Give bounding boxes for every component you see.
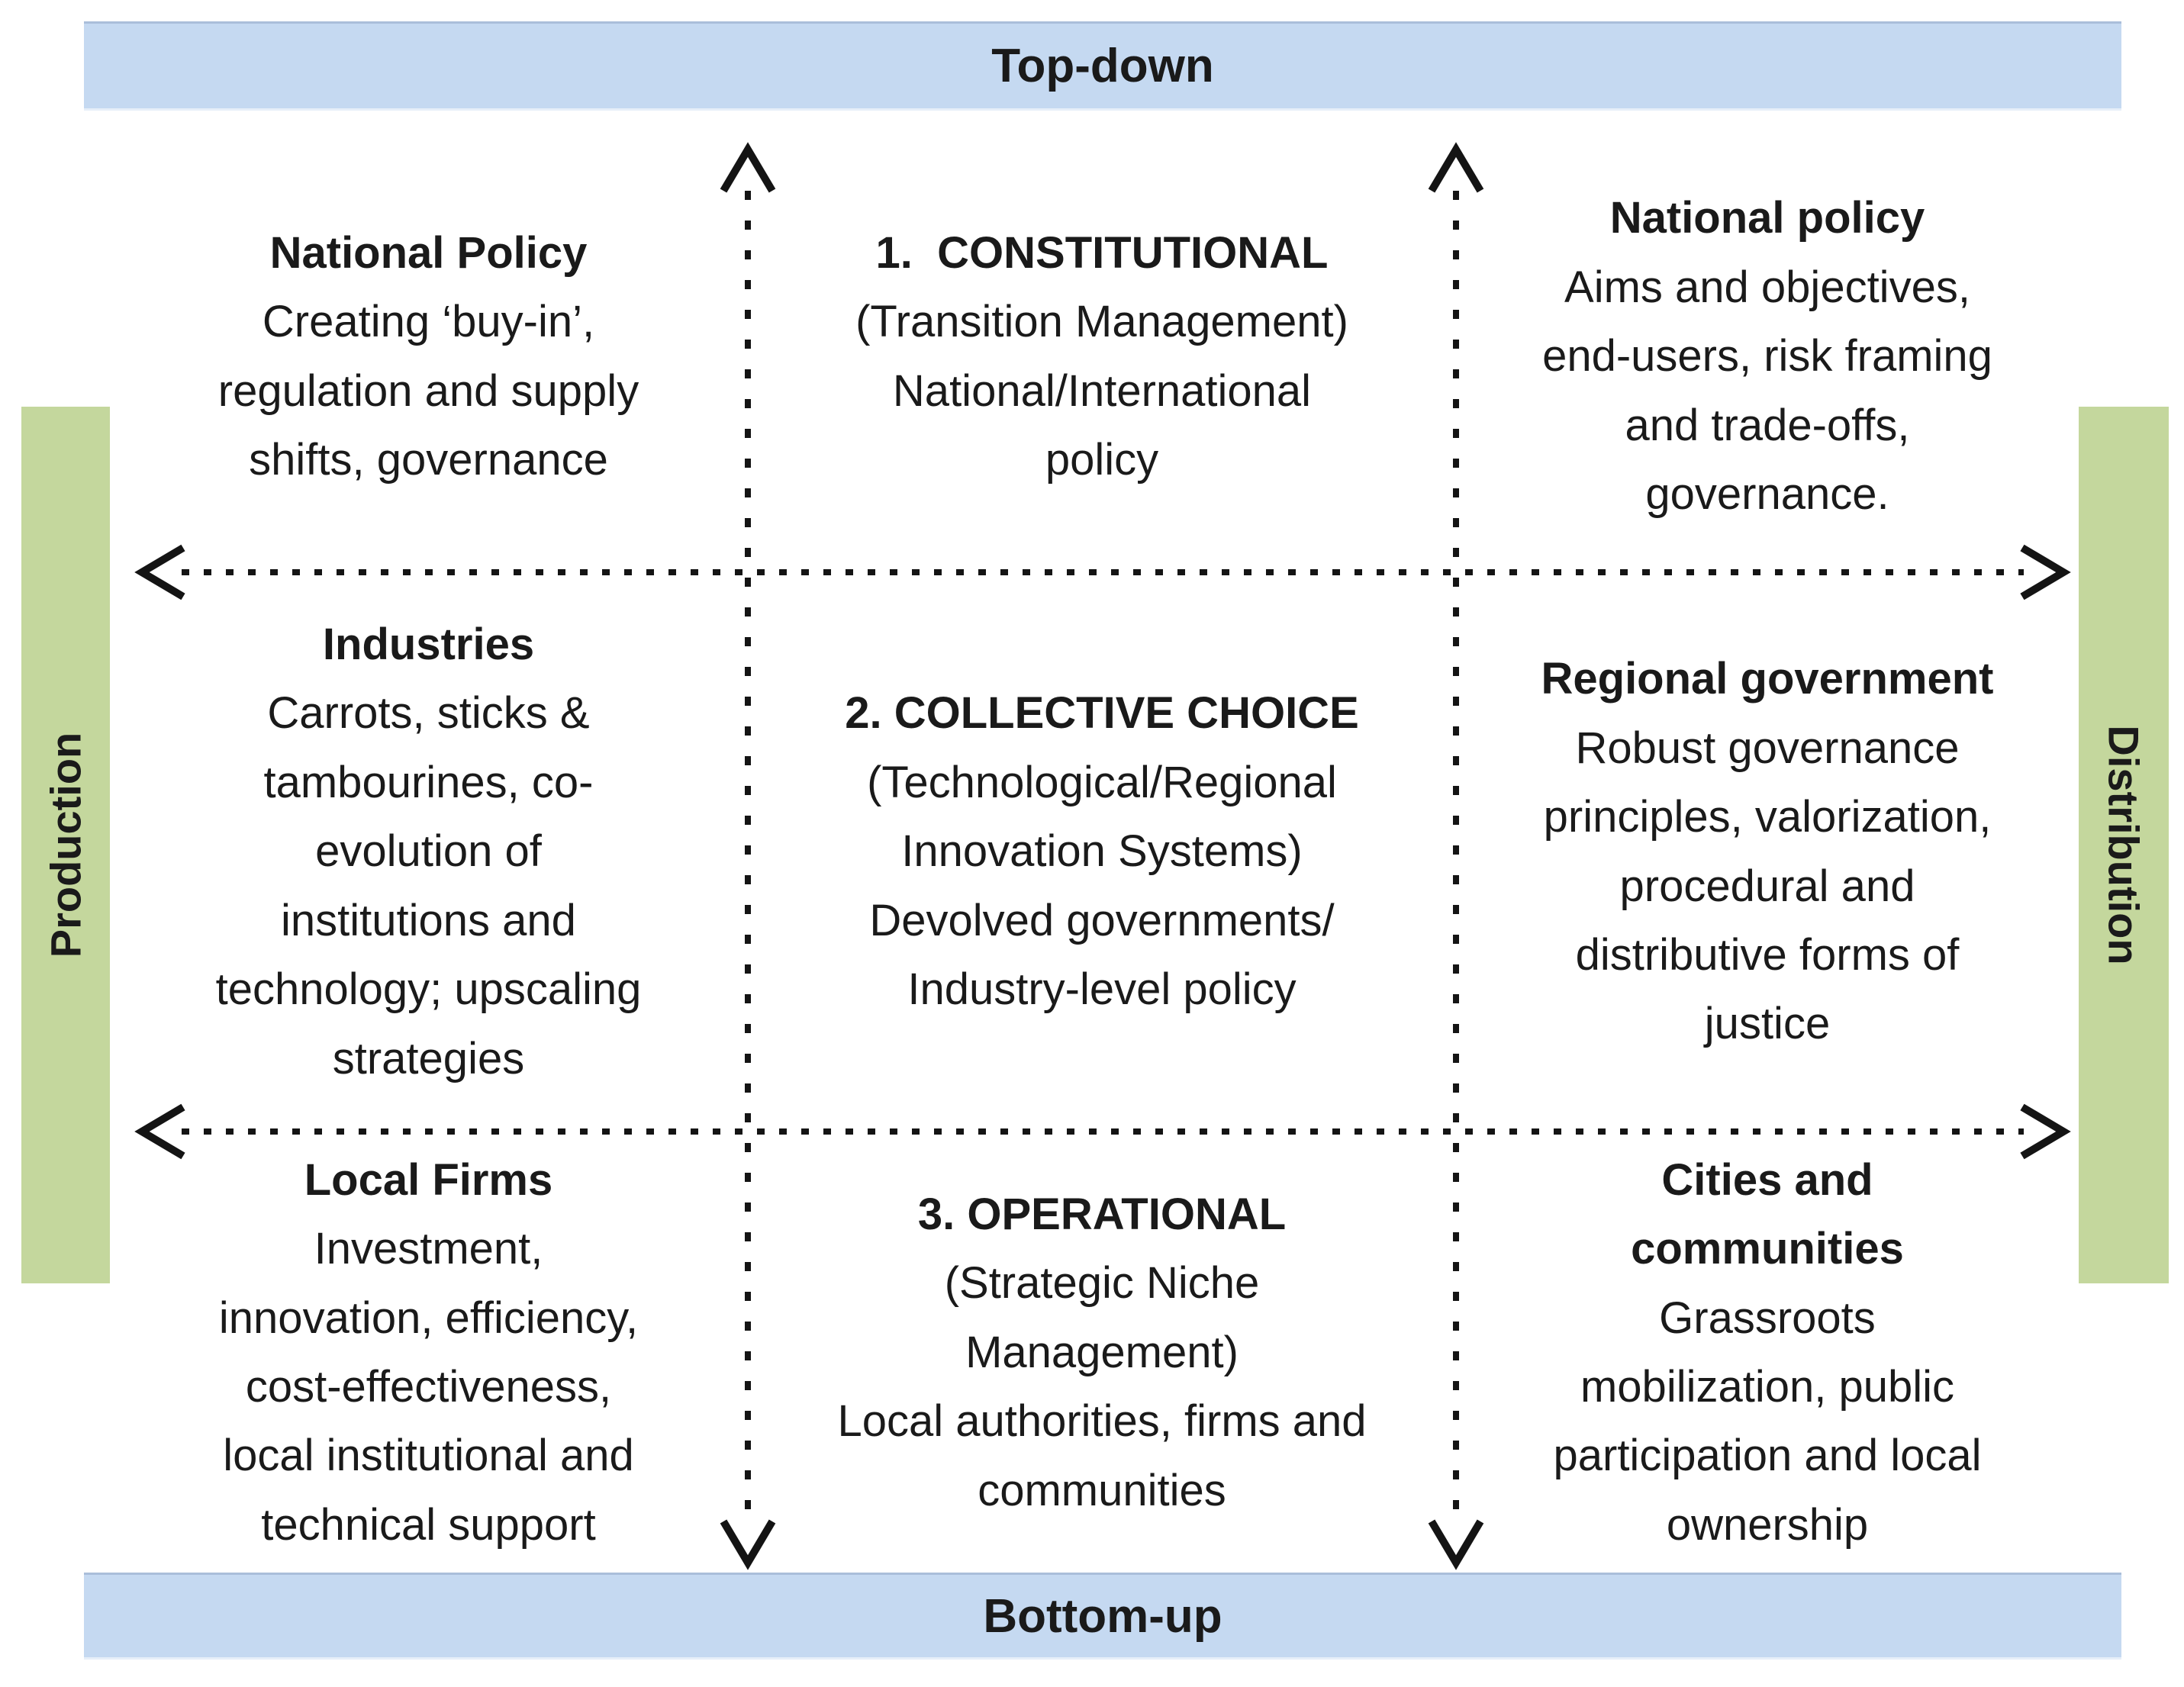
cell-body: Grassroots mobilization, public particip…: [1553, 1293, 1982, 1550]
cell-body: Creating ‘buy-in’, regulation and supply…: [217, 297, 639, 485]
cell-heading: National Policy: [269, 227, 588, 278]
distribution-band: Distribution: [2079, 407, 2169, 1283]
production-band: Production: [21, 407, 110, 1283]
vertical-dotted-arrow-right: [1428, 142, 1484, 1570]
cell-heading: Regional government: [1541, 654, 1994, 704]
cell-bottom-left-local-firms: Local Firms Investment, innovation, effi…: [109, 1139, 748, 1566]
vertical-dotted-arrow-left: [720, 142, 776, 1570]
cell-heading: Cities and communities: [1631, 1154, 1904, 1274]
cell-bottom-center-operational: 3. OPERATIONAL (Strategic Niche Manageme…: [748, 1139, 1456, 1566]
top-down-label: Top-down: [991, 40, 1214, 92]
cell-body: (Strategic Niche Management) Local autho…: [837, 1258, 1367, 1515]
cell-heading: National policy: [1609, 193, 1925, 243]
cell-body: Investment, innovation, efficiency, cost…: [218, 1224, 639, 1550]
arrow-right-icon: [2020, 544, 2071, 600]
arrow-right-icon: [2020, 1103, 2071, 1160]
cell-bottom-right-cities-communities: Cities and communities Grassroots mobili…: [1456, 1139, 2079, 1566]
arrow-up-icon: [1428, 142, 1484, 193]
arrow-down-icon: [1428, 1519, 1484, 1570]
cell-heading: 3. OPERATIONAL: [917, 1189, 1287, 1239]
cell-body: (Technological/Regional Innovation Syste…: [867, 757, 1337, 1015]
arrow-left-icon: [134, 1103, 185, 1160]
cell-body: Robust governance principles, valorizati…: [1543, 723, 1992, 1049]
cell-heading: 1. CONSTITUTIONAL: [875, 227, 1329, 278]
cell-top-left-national-policy: National Policy Creating ‘buy-in’, regul…: [109, 149, 748, 565]
cell-mid-center-collective-choice: 2. COLLECTIVE CHOICE (Technological/Regi…: [748, 580, 1456, 1124]
cell-heading: Local Firms: [304, 1154, 553, 1205]
horizontal-dotted-arrow-top: [134, 544, 2071, 600]
cell-heading: Industries: [322, 619, 535, 669]
production-label: Production: [41, 732, 90, 958]
cell-top-right-national-policy: National policy Aims and objectives, end…: [1456, 149, 2079, 565]
bottom-up-label: Bottom-up: [983, 1589, 1222, 1643]
top-down-band: Top-down: [84, 21, 2121, 111]
cell-body: Carrots, sticks & tambourines, co- evolu…: [215, 688, 642, 1083]
horizontal-dotted-arrow-bottom: [134, 1103, 2071, 1160]
arrow-up-icon: [720, 142, 776, 193]
cell-body: Aims and objectives, end-users, risk fra…: [1542, 262, 1992, 520]
cell-heading: 2. COLLECTIVE CHOICE: [845, 688, 1359, 739]
cell-mid-left-industries: Industries Carrots, sticks & tambourines…: [109, 580, 748, 1124]
cell-top-center-constitutional: 1. CONSTITUTIONAL (Transition Management…: [748, 149, 1456, 565]
cell-body: (Transition Management) National/Interna…: [855, 297, 1348, 485]
bottom-up-band: Bottom-up: [84, 1573, 2121, 1660]
arrow-left-icon: [134, 544, 185, 600]
distribution-label: Distribution: [2099, 725, 2148, 965]
cell-mid-right-regional-government: Regional government Robust governance pr…: [1456, 580, 2079, 1124]
arrow-down-icon: [720, 1519, 776, 1570]
